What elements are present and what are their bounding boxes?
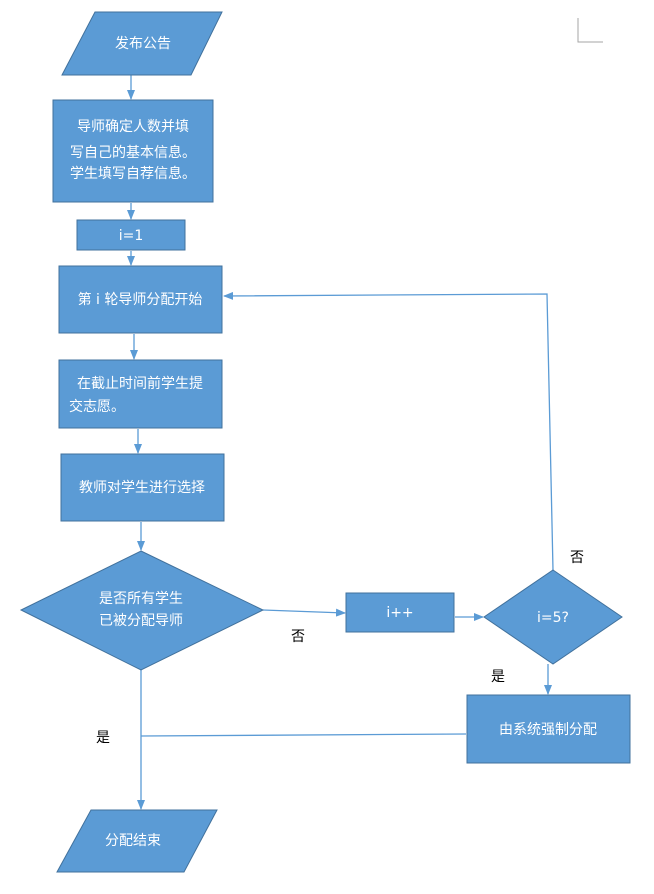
node-teacher-select-shape (60, 453, 225, 522)
node-tutor-info: 导师确定人数并填 写自己的基本信息。 学生填写自荐信息。 (52, 99, 214, 203)
node-tutor-info-shape (52, 99, 214, 203)
node-submit-pref: 在截止时间前学生提 交志愿。 (58, 359, 223, 429)
edge-check-no-loop (223, 291, 554, 571)
label-all-yes: 是 (96, 730, 110, 746)
node-check-five-label: i=5? (537, 610, 569, 626)
node-round-start-label: 第 i 轮导师分配开始 (78, 291, 203, 308)
node-all-assigned-shape (19, 550, 265, 671)
node-init-i: i=1 (76, 219, 186, 251)
page-corner-mark (577, 18, 603, 43)
node-force-assign-shape (466, 694, 631, 764)
edges (127, 75, 554, 810)
node-all-assigned-line-1: 是否所有学生 (99, 591, 183, 607)
node-check-five-shape (483, 569, 623, 665)
node-all-assigned: 是否所有学生 已被分配导师 (19, 550, 265, 671)
node-init-i-label: i=1 (119, 228, 144, 244)
label-five-no: 否 (570, 550, 584, 566)
node-tutor-info-line-3: 学生填写自荐信息。 (70, 165, 196, 182)
node-init-i-shape (76, 219, 186, 251)
edge-force-to-main (140, 733, 467, 737)
node-publish-shape (61, 11, 223, 76)
node-end-label: 分配结束 (105, 833, 161, 849)
label-all-no: 否 (291, 629, 305, 645)
node-teacher-select: 教师对学生进行选择 (60, 453, 225, 522)
node-increment: i++ (345, 592, 455, 633)
node-tutor-info-line-2: 写自己的基本信息。 (70, 144, 196, 161)
node-submit-pref-line-2: 交志愿。 (69, 398, 125, 415)
node-publish: 发布公告 (61, 11, 223, 76)
node-publish-label: 发布公告 (115, 36, 171, 52)
node-all-assigned-line-2: 已被分配导师 (99, 613, 183, 629)
node-increment-label: i++ (386, 605, 413, 621)
node-check-five: i=5? (483, 569, 623, 665)
node-teacher-select-label: 教师对学生进行选择 (79, 480, 205, 496)
label-five-yes: 是 (491, 669, 505, 685)
edge-decision-to-increment (262, 608, 346, 617)
node-submit-pref-line-1: 在截止时间前学生提 (77, 375, 203, 392)
node-force-assign: 由系统强制分配 (466, 694, 631, 764)
node-round-start-shape (58, 265, 223, 334)
node-end: 分配结束 (56, 809, 218, 873)
node-increment-shape (345, 592, 455, 633)
node-tutor-info-line-1: 导师确定人数并填 (77, 119, 189, 135)
node-round-start: 第 i 轮导师分配开始 (58, 265, 223, 334)
node-end-shape (56, 809, 218, 873)
node-submit-pref-shape (58, 359, 223, 429)
node-force-assign-label: 由系统强制分配 (499, 722, 597, 738)
